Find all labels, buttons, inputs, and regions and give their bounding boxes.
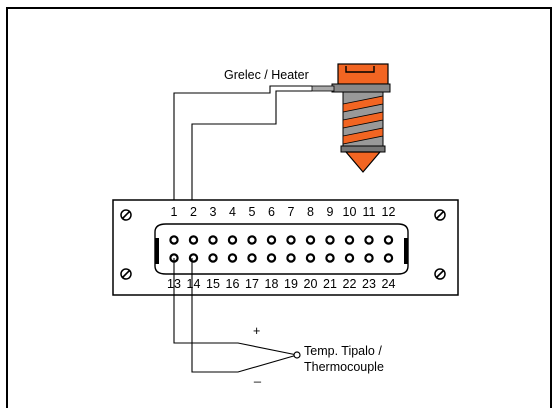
heater-label: Grelec / Heater: [224, 68, 309, 82]
pin-number-24: 24: [382, 277, 396, 291]
heater-wire-2: [191, 90, 312, 232]
pin-6: [266, 235, 277, 245]
pin-number-17: 17: [245, 277, 259, 291]
mounting-screw-top-left: [120, 209, 132, 221]
connector-pins: [169, 235, 394, 263]
mounting-screw-top-right: [434, 209, 446, 221]
pin-2: [188, 235, 199, 245]
pin-number-11: 11: [363, 205, 376, 219]
pin-number-1: 1: [171, 205, 178, 219]
pin-number-14: 14: [187, 277, 201, 291]
pin-number-20: 20: [304, 277, 318, 291]
thermocouple-wire-minus: [191, 258, 298, 373]
pin-number-15: 15: [206, 277, 220, 291]
heater-wire-1: [173, 85, 312, 232]
pin-20: [305, 253, 316, 263]
pin-number-9: 9: [327, 205, 334, 219]
pin-21: [325, 253, 335, 263]
pin-number-22: 22: [343, 277, 357, 291]
pin-number-8: 8: [307, 205, 314, 219]
thermocouple-plus-sign: +: [253, 324, 260, 338]
thermocouple-junction: [293, 351, 301, 359]
pin-number-23: 23: [362, 277, 376, 291]
pin-number-6: 6: [268, 205, 275, 219]
pin-14: [188, 253, 199, 263]
pin-9: [325, 235, 335, 245]
diagram-frame: [6, 7, 552, 408]
pin-number-3: 3: [210, 205, 217, 219]
pin-number-10: 10: [343, 205, 357, 219]
pin-19: [286, 253, 296, 263]
pin-3: [208, 235, 218, 245]
thermocouple-label-line2: Thermocouple: [304, 360, 384, 374]
pin-15: [208, 253, 218, 263]
pin-number-7: 7: [288, 205, 295, 219]
pin-11: [364, 235, 374, 245]
pin-7: [286, 235, 296, 245]
thermocouple-minus-sign: _: [253, 369, 262, 383]
pin-10: [344, 235, 355, 245]
heater-element: [311, 63, 391, 173]
pin-number-12: 12: [382, 205, 396, 219]
pin-number-4: 4: [229, 205, 236, 219]
thermocouple-label-line1: Temp. Tipalo /: [304, 344, 382, 358]
thermocouple-wire-plus: [173, 258, 298, 356]
pin-22: [344, 253, 355, 263]
pin-number-5: 5: [249, 205, 256, 219]
pin-17: [247, 253, 257, 263]
mounting-screw-bottom-left: [120, 268, 132, 280]
pin-16: [227, 253, 238, 263]
pin-4: [227, 235, 238, 245]
pin-8: [305, 235, 316, 245]
pin-number-21: 21: [323, 277, 337, 291]
pin-24: [383, 253, 394, 263]
pin-number-16: 16: [226, 277, 240, 291]
pin-1: [169, 235, 179, 245]
pin-12: [383, 235, 394, 245]
mounting-screw-bottom-right: [434, 268, 446, 280]
pin-number-19: 19: [284, 277, 298, 291]
pin-5: [247, 235, 257, 245]
pin-18: [266, 253, 277, 263]
pin-23: [364, 253, 374, 263]
pin-number-18: 18: [265, 277, 279, 291]
pin-number-2: 2: [190, 205, 197, 219]
connector-block: [112, 199, 459, 296]
